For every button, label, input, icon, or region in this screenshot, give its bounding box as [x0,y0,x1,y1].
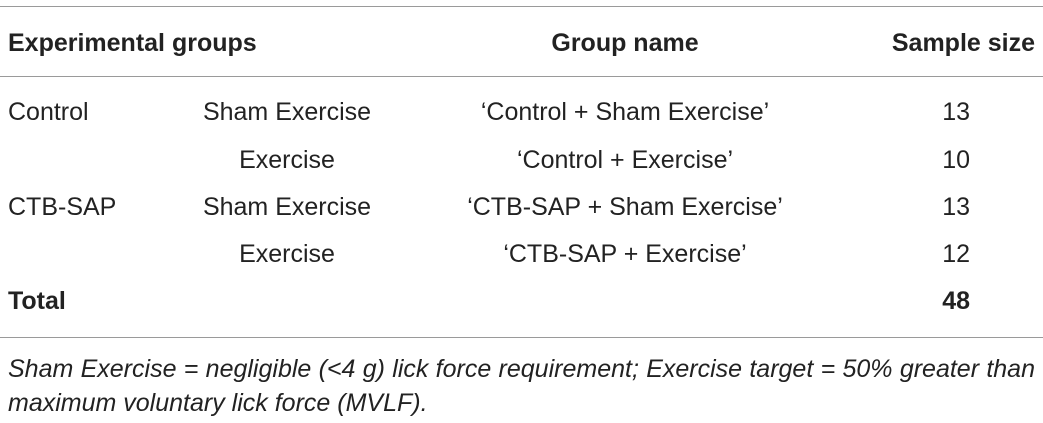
table-row-2-name: ‘Control + Exercise’ [516,146,734,174]
table-row-2-condition: Exercise [239,146,335,174]
total-label: Total [8,287,66,315]
table-row-4-condition: Exercise [239,240,335,268]
table-row-1-condition: Sham Exercise [202,98,372,126]
header-group-name: Group name [551,29,699,57]
table-row-4-size: 12 [942,240,970,268]
table-row-1-name: ‘Control + Sham Exercise’ [480,98,770,126]
table-row-2-size: 10 [942,146,970,174]
total-size: 48 [942,287,970,315]
table-row-3-size: 13 [942,193,970,221]
table-row-3-name: ‘CTB-SAP + Sham Exercise’ [467,193,783,221]
table-row-4-name: ‘CTB-SAP + Exercise’ [503,240,747,268]
table-bottom-rule [0,337,1043,338]
table-row-3-group: CTB-SAP [8,193,117,221]
table-row-1-size: 13 [942,98,970,126]
table-top-rule [0,6,1043,7]
table-footnote: Sham Exercise = negligible (<4 g) lick f… [8,355,1035,417]
table-row-1-group: Control [8,98,89,126]
table-row-3-condition: Sham Exercise [202,193,372,221]
table-header-rule [0,76,1043,77]
header-sample-size: Sample size [891,29,1035,57]
header-experimental-groups: Experimental groups [8,29,257,57]
